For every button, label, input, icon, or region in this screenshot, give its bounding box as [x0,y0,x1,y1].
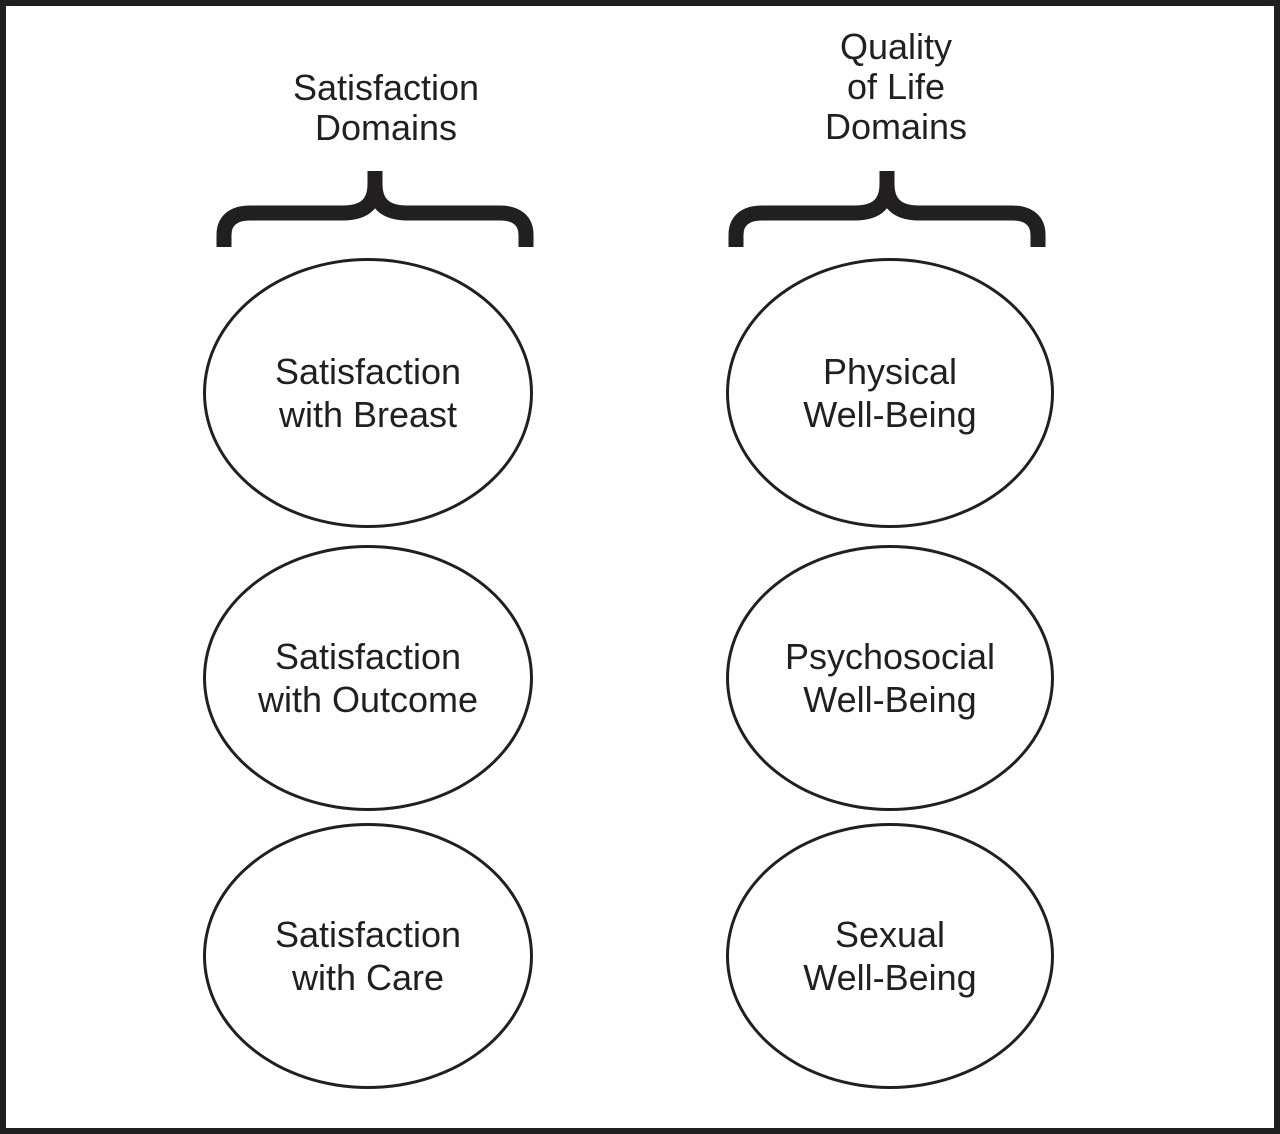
node-label-line: Psychosocial [784,636,996,677]
node-label-line: Well-Being [803,679,977,720]
header-line: of Life [846,66,946,107]
grouping-brace-right [728,171,1046,247]
node-label-line: with Outcome [257,679,479,720]
header-line: Satisfaction [292,67,480,108]
grouping-brace-left [216,171,534,247]
node-label-line: Physical [822,351,958,392]
node-sexual-well-being: Sexual Well-Being [726,823,1054,1089]
header-line: Domains [314,107,458,148]
node-label-line: Well-Being [803,957,977,998]
satisfaction-domains-header: Satisfaction Domains [216,68,556,148]
quality-of-life-domains-header: Quality of Life Domains [726,27,1066,147]
node-label-line: with Care [291,957,445,998]
node-label-line: Satisfaction [274,351,462,392]
node-satisfaction-with-care: Satisfaction with Care [203,823,533,1089]
node-satisfaction-with-breast: Satisfaction with Breast [203,258,533,528]
node-label-line: Satisfaction [274,636,462,677]
node-physical-well-being: Physical Well-Being [726,258,1054,528]
header-line: Domains [824,106,968,147]
node-psychosocial-well-being: Psychosocial Well-Being [726,545,1054,811]
header-line: Quality [839,26,953,67]
node-label-line: Well-Being [803,394,977,435]
node-label-line: Satisfaction [274,914,462,955]
node-label-line: Sexual [834,914,946,955]
node-label-line: with Breast [278,394,458,435]
node-satisfaction-with-outcome: Satisfaction with Outcome [203,545,533,811]
